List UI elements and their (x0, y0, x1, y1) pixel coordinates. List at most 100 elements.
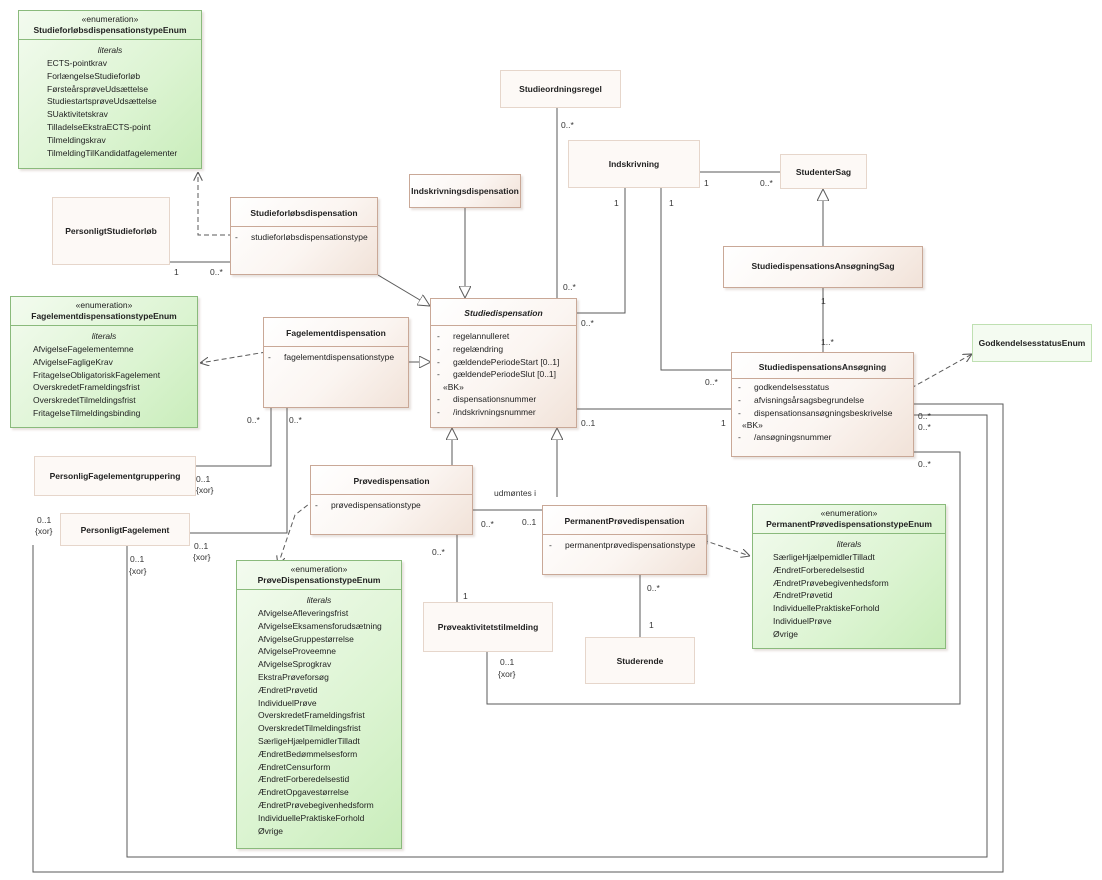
class-studerende: Studerende (585, 637, 695, 684)
class-name: Studiedispensation (464, 308, 543, 318)
multiplicity-label: 0..* (647, 583, 660, 593)
enum-literal: ECTS-pointkrav (47, 58, 107, 68)
multiplicity-label: 0..* (561, 120, 574, 130)
enum-proevedispensationstype: «enumeration» PrøveDispensationstypeEnum… (236, 560, 402, 849)
attribute: -fagelementdispensationstype (268, 352, 395, 362)
enum-literal: ÆndretBedømmelsesform (258, 748, 358, 759)
class-studiedispensationsansoegningsag: StudiedispensationsAnsøgningSag (723, 246, 923, 288)
enum-literal: Øvrige (258, 825, 284, 836)
multiplicity-label: 0..* (247, 415, 260, 425)
enum-studieforloebsdispensationstype: «enumeration» Studieforløbsdispensations… (18, 10, 202, 169)
literals-label: literals (91, 331, 117, 341)
attribute: -dispensationsansøgningsbeskrivelse (738, 407, 893, 418)
multiplicity-label: 0..1 (37, 515, 52, 525)
attribute: -/indskrivningsnummer (437, 406, 536, 417)
multiplicity-label: 0..* (760, 178, 773, 188)
enum-literal: ÆndretPrøvetid (258, 684, 318, 695)
attribute: -afvisningsårsagsbegrundelse (738, 394, 865, 405)
class-personligfagelementgruppering: PersonligFagelementgruppering (34, 456, 196, 496)
multiplicity-label: 1 (721, 418, 726, 428)
enum-literal: IndividuelPrøve (773, 615, 832, 626)
class-studentersag: StudenterSag (780, 154, 867, 189)
multiplicity-label: 1 (821, 296, 826, 306)
enum-literal: EkstraPrøveforsøg (258, 671, 329, 682)
attribute: -permanentprøvedispensationstype (549, 540, 696, 550)
enum-literal: ÆndretForberedelsestid (258, 774, 350, 785)
multiplicity-label: 0..1 (500, 657, 515, 667)
multiplicity-label: 0..* (918, 459, 931, 469)
class-name: Fagelementdispensation (286, 328, 386, 338)
enum-literal: AfvigelseProveemne (258, 646, 336, 657)
constraint-label: {xor} (129, 566, 147, 576)
enum-literal: IndividuellePraktiskeForhold (773, 603, 880, 614)
attribute: -/ansøgningsnummer (738, 432, 832, 443)
enum-literal: SUaktivitetskrav (47, 109, 108, 120)
attribute: -regelannulleret (437, 331, 510, 341)
class-studieforloebsdispensation: Studieforløbsdispensation -studieforløbs… (230, 197, 378, 275)
class-indskrivningsdispensation: Indskrivningsdispensation (409, 174, 521, 208)
class-studiedispensationsansoegning: StudiedispensationsAnsøgning -godkendels… (731, 352, 914, 457)
enum-literal: ÆndretCensurform (258, 761, 331, 772)
enum-literal: AfvigelseAfleveringsfrist (258, 608, 349, 618)
class-personligtfagelement: PersonligtFagelement (60, 513, 190, 546)
enum-literal: StudiestartsprøveUdsættelse (47, 96, 157, 107)
enum-literal: Øvrige (773, 628, 799, 639)
enum-literal: IndividuelPrøve (258, 697, 317, 708)
class-name: PermanentPrøvedispensation (564, 516, 685, 526)
enum-literal: ÆndretPrøvebegivenhedsform (773, 577, 889, 588)
constraint-label: {xor} (35, 526, 53, 536)
enum-literal: OverskredetFrameldingsfrist (258, 710, 365, 721)
enum-name: PrøveDispensationstypeEnum (257, 575, 381, 585)
class-name: StudiedispensationsAnsøgningSag (751, 261, 895, 271)
multiplicity-label: 1 (669, 198, 674, 208)
enum-literal: OverskredetFrameldingsfrist (33, 382, 140, 393)
enum-literal: FritagelseObligatoriskFagelement (33, 369, 161, 380)
class-proevedispensation: Prøvedispensation -prøvedispensationstyp… (310, 465, 473, 535)
attribute: -prøvedispensationstype (315, 500, 421, 510)
multiplicity-label: 1 (463, 591, 468, 601)
enum-literal: FørsteårsprøveUdsættelse (47, 83, 149, 94)
multiplicity-label: 0..* (210, 267, 223, 277)
literals-label: literals (97, 45, 123, 55)
multiplicity-label: 0..1 (194, 541, 209, 551)
multiplicity-label: 0..* (481, 519, 494, 529)
class-name: Indskrivning (608, 159, 660, 169)
multiplicity-label: 0..* (705, 377, 718, 387)
class-name: Prøveaktivitetstilmelding (437, 622, 539, 632)
bk-stereotype: «BK» (443, 382, 464, 393)
enum-name: StudieforløbsdispensationstypeEnum (33, 25, 187, 35)
role-label: udmøntes i (494, 488, 537, 498)
enum-literal: Tilmeldingskrav (47, 134, 106, 145)
class-name: StudenterSag (795, 166, 852, 177)
multiplicity-label: 0..* (918, 411, 931, 421)
multiplicity-label: 0..* (432, 547, 445, 557)
class-name: PersonligtFagelement (80, 524, 170, 535)
class-indskrivning: Indskrivning (568, 140, 700, 188)
enum-fagelementdispensationstype: «enumeration» Fagelementdispensationstyp… (10, 296, 198, 428)
enum-literal: OverskredetTilmeldingsfrist (258, 723, 361, 734)
class-name: Prøvedispensation (353, 476, 430, 486)
class-studiedispensation: Studiedispensation -regelannulleret -reg… (430, 298, 577, 428)
multiplicity-label: 0..* (563, 282, 576, 292)
multiplicity-label: 1 (704, 178, 709, 188)
enum-godkendelsesstatus: GodkendelsesstatusEnum (972, 324, 1092, 362)
class-name: StudiedispensationsAnsøgning (758, 362, 887, 372)
enum-literal: SærligeHjælpemidlerTilladt (773, 552, 875, 562)
attribute: -godkendelsesstatus (738, 382, 830, 392)
attribute: -gældendePeriodeSlut [0..1] (437, 369, 557, 380)
enum-literal: ÆndretPrøvetid (773, 590, 833, 601)
multiplicity-label: 1 (649, 620, 654, 630)
enum-literal: ÆndretForberedelsestid (773, 564, 865, 575)
multiplicity-label: 0..* (581, 318, 594, 328)
stereotype-label: «enumeration» (290, 564, 348, 574)
attribute: -regelændring (437, 343, 504, 354)
constraint-label: {xor} (196, 485, 214, 495)
multiplicity-label: 1 (614, 198, 619, 208)
attribute: -dispensationsnummer (437, 394, 537, 405)
stereotype-label: «enumeration» (81, 14, 139, 24)
enum-name: PermanentPrøvedispensationstypeEnum (766, 519, 932, 529)
enum-name: GodkendelsesstatusEnum (978, 338, 1086, 348)
stereotype-label: «enumeration» (75, 300, 133, 310)
multiplicity-label: 1 (174, 267, 179, 277)
